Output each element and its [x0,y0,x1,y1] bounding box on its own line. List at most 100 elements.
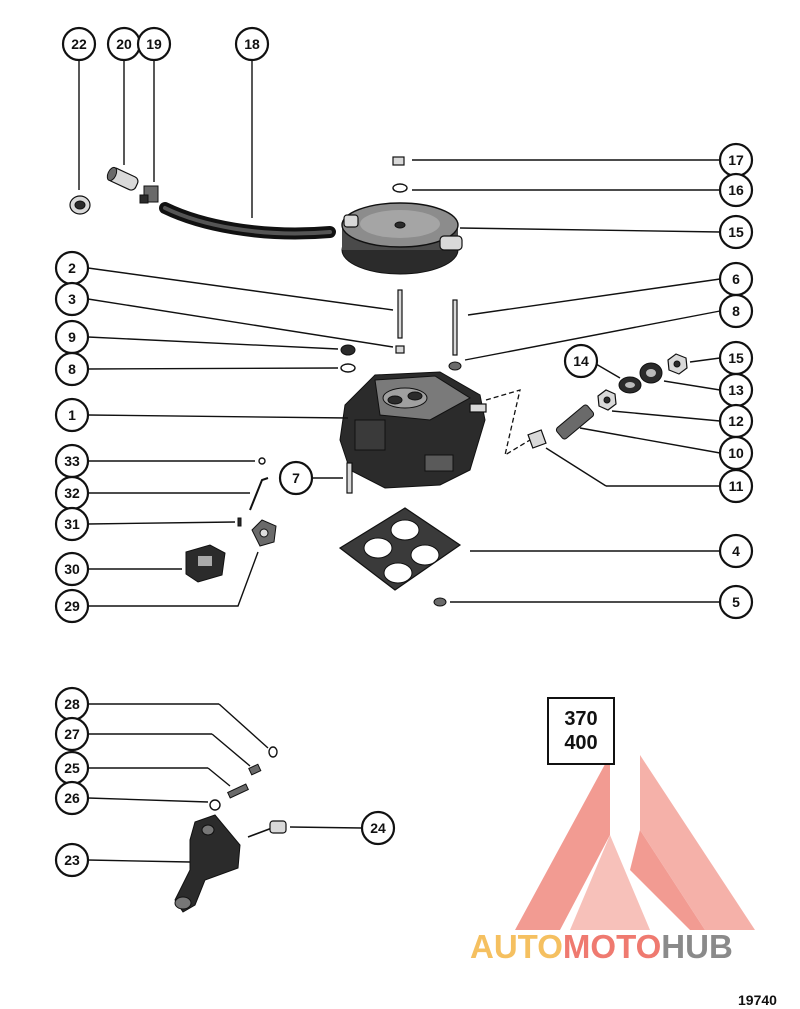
callout-7: 7 [278,460,314,496]
figure-id: 19740 [738,992,777,1008]
part-27-spacer [248,763,262,776]
part-11-nut [527,429,547,449]
svg-text:3: 3 [68,291,76,307]
callout-10: 10 [718,435,754,471]
part-6-long-stud [452,299,458,356]
svg-text:16: 16 [728,182,744,198]
svg-text:13: 13 [728,382,744,398]
callout-19: 18 [234,26,270,62]
callout-5: 5 [718,584,754,620]
part-8-washer-left [340,363,356,373]
part-13-washer [639,362,663,384]
part-22-plug [69,195,91,215]
callout-2: 2 [54,250,90,286]
part-21-fitting [106,166,139,191]
svg-text:25: 25 [64,760,80,776]
watermark-moto: MOTO [562,928,662,965]
svg-text:10: 10 [728,445,744,461]
svg-text:27: 27 [64,726,80,742]
svg-text:8: 8 [732,303,740,319]
svg-text:28: 28 [64,696,80,712]
svg-text:22: 22 [71,36,87,52]
part-7-pin [346,462,353,494]
watermark-auto: AUTO [470,928,563,965]
part-23-throttle-arm [174,814,241,913]
callout-6: 6 [718,261,754,297]
callout-15: 15 [718,340,754,376]
callout-27: 27 [54,716,90,752]
part-14-gasket [618,376,642,394]
callout-8-left: 8 [54,351,90,387]
svg-text:4: 4 [732,543,740,559]
svg-text:31: 31 [64,516,80,532]
svg-text:19: 19 [146,36,162,52]
svg-text:15: 15 [728,224,744,240]
svg-text:11: 11 [729,478,744,494]
callout-12: 12 [718,403,754,439]
leader-lines [78,60,721,863]
callout-29: 29 [54,588,90,624]
part-17-washer [392,183,408,193]
callout-1: 1 [54,397,90,433]
callout-11: 11 [718,468,754,504]
part-18-nut [392,156,405,166]
callout-26: 26 [54,780,90,816]
svg-text:30: 30 [64,561,80,577]
callout-24: 24 [360,810,396,846]
callout-18: 17 [718,142,754,178]
callout-13: 13 [718,372,754,408]
svg-text:2: 2 [68,260,76,276]
part-15-nut [667,353,688,375]
svg-text:33: 33 [64,453,80,469]
model-number-370: 370 [564,708,598,730]
part-25-screw [227,783,249,799]
svg-text:7: 7 [292,470,300,486]
svg-text:12: 12 [728,413,744,429]
svg-text:6: 6 [732,271,740,287]
callout-28: 28 [54,686,90,722]
part-5-nut [433,597,447,607]
callout-3: 3 [54,281,90,317]
part-32-rod [249,477,269,511]
svg-text:29: 29 [64,598,80,614]
fuel-line-dashed [485,389,531,457]
part-9-nut [340,344,356,356]
svg-text:26: 26 [64,790,80,806]
callout-21: 20 [106,26,142,62]
callout-16: 15 [718,214,754,250]
callout-32: 32 [54,475,90,511]
svg-text:8: 8 [68,361,76,377]
watermark-logo [515,755,755,930]
callout-25: 25 [54,750,90,786]
svg-text:20: 20 [116,36,132,52]
callout-30: 30 [54,551,90,587]
part-29-bracket [251,519,277,547]
part-3-nut [395,345,405,354]
callout-33: 33 [54,443,90,479]
part-4-base-gasket [338,507,462,591]
part-10-fuel-inlet-fitting [555,404,595,440]
svg-text:23: 23 [64,852,80,868]
callout-4: 4 [718,533,754,569]
part-2-stud [397,289,403,339]
callout-23: 23 [54,842,90,878]
model-number-box: 370 400 [547,697,615,765]
callout-8-right: 8 [718,293,754,329]
svg-text:24: 24 [370,820,386,836]
svg-text:15: 15 [728,350,744,366]
part-26-washer [209,799,221,811]
part-30-switch-block [185,544,226,583]
part-16-flame-arrestor [341,202,463,275]
watermark-hub: HUB [661,928,733,965]
part-24-link [247,820,287,838]
part-1-carburetor [339,371,487,489]
part-33-clip [258,457,266,465]
svg-text:32: 32 [64,485,80,501]
part-12-nut [597,389,617,411]
part-8-washer-right [448,361,462,371]
part-20-clamp [139,185,159,204]
callout-20: 19 [136,26,172,62]
callout-14: 14 [563,343,599,379]
watermark-text: AUTOMOTOHUB [470,928,733,966]
